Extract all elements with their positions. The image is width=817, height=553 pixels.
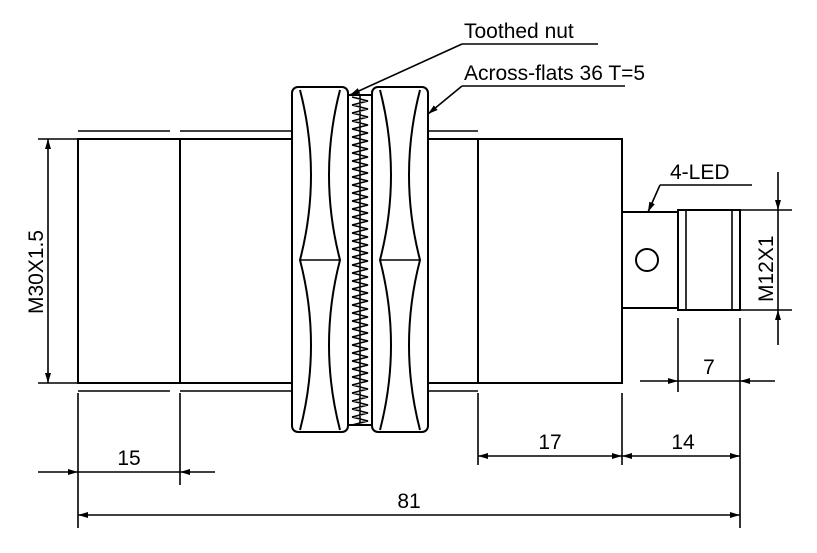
connector-stem [621,211,679,309]
callout-led-label: 4-LED [670,161,730,184]
callout-across-flats-label: Across-flats 36 T=5 [464,62,645,85]
toothed-washers [347,94,373,426]
led-indicator [635,248,659,272]
dimension-connector-thread-label: M12X1 [755,235,778,302]
dimension-connector-thread: M12X1 [740,172,792,345]
dimension-rear-body-length-label: 17 [538,431,561,454]
mounting-nut-right [371,86,429,433]
dimension-connector-length-label: 14 [671,431,695,454]
dimension-front-length-label: 15 [117,447,140,470]
callout-led: 4-LED [647,161,752,213]
dimension-connector-length: 14 [622,431,740,459]
callout-toothed-nut-label: Toothed nut [464,20,574,43]
dimension-thread: M30X1.5 [25,138,78,384]
dimension-connector-nut-length-label: 7 [703,356,715,379]
dimension-rear-body-length: 17 [478,431,622,459]
callout-across-flats: Across-flats 36 T=5 [427,62,645,115]
front-section [77,138,181,384]
dimension-overall-length: 81 [78,490,740,518]
m12-connector [677,209,741,311]
rear-body [477,138,623,384]
dimension-front-length: 15 [38,447,215,475]
dimension-connector-nut-length: 7 [640,356,775,384]
dimension-thread-label: M30X1.5 [25,230,48,314]
callout-toothed-nut: Toothed nut [349,20,598,96]
mounting-nut-left [291,86,349,433]
dimension-overall-length-label: 81 [397,490,420,513]
